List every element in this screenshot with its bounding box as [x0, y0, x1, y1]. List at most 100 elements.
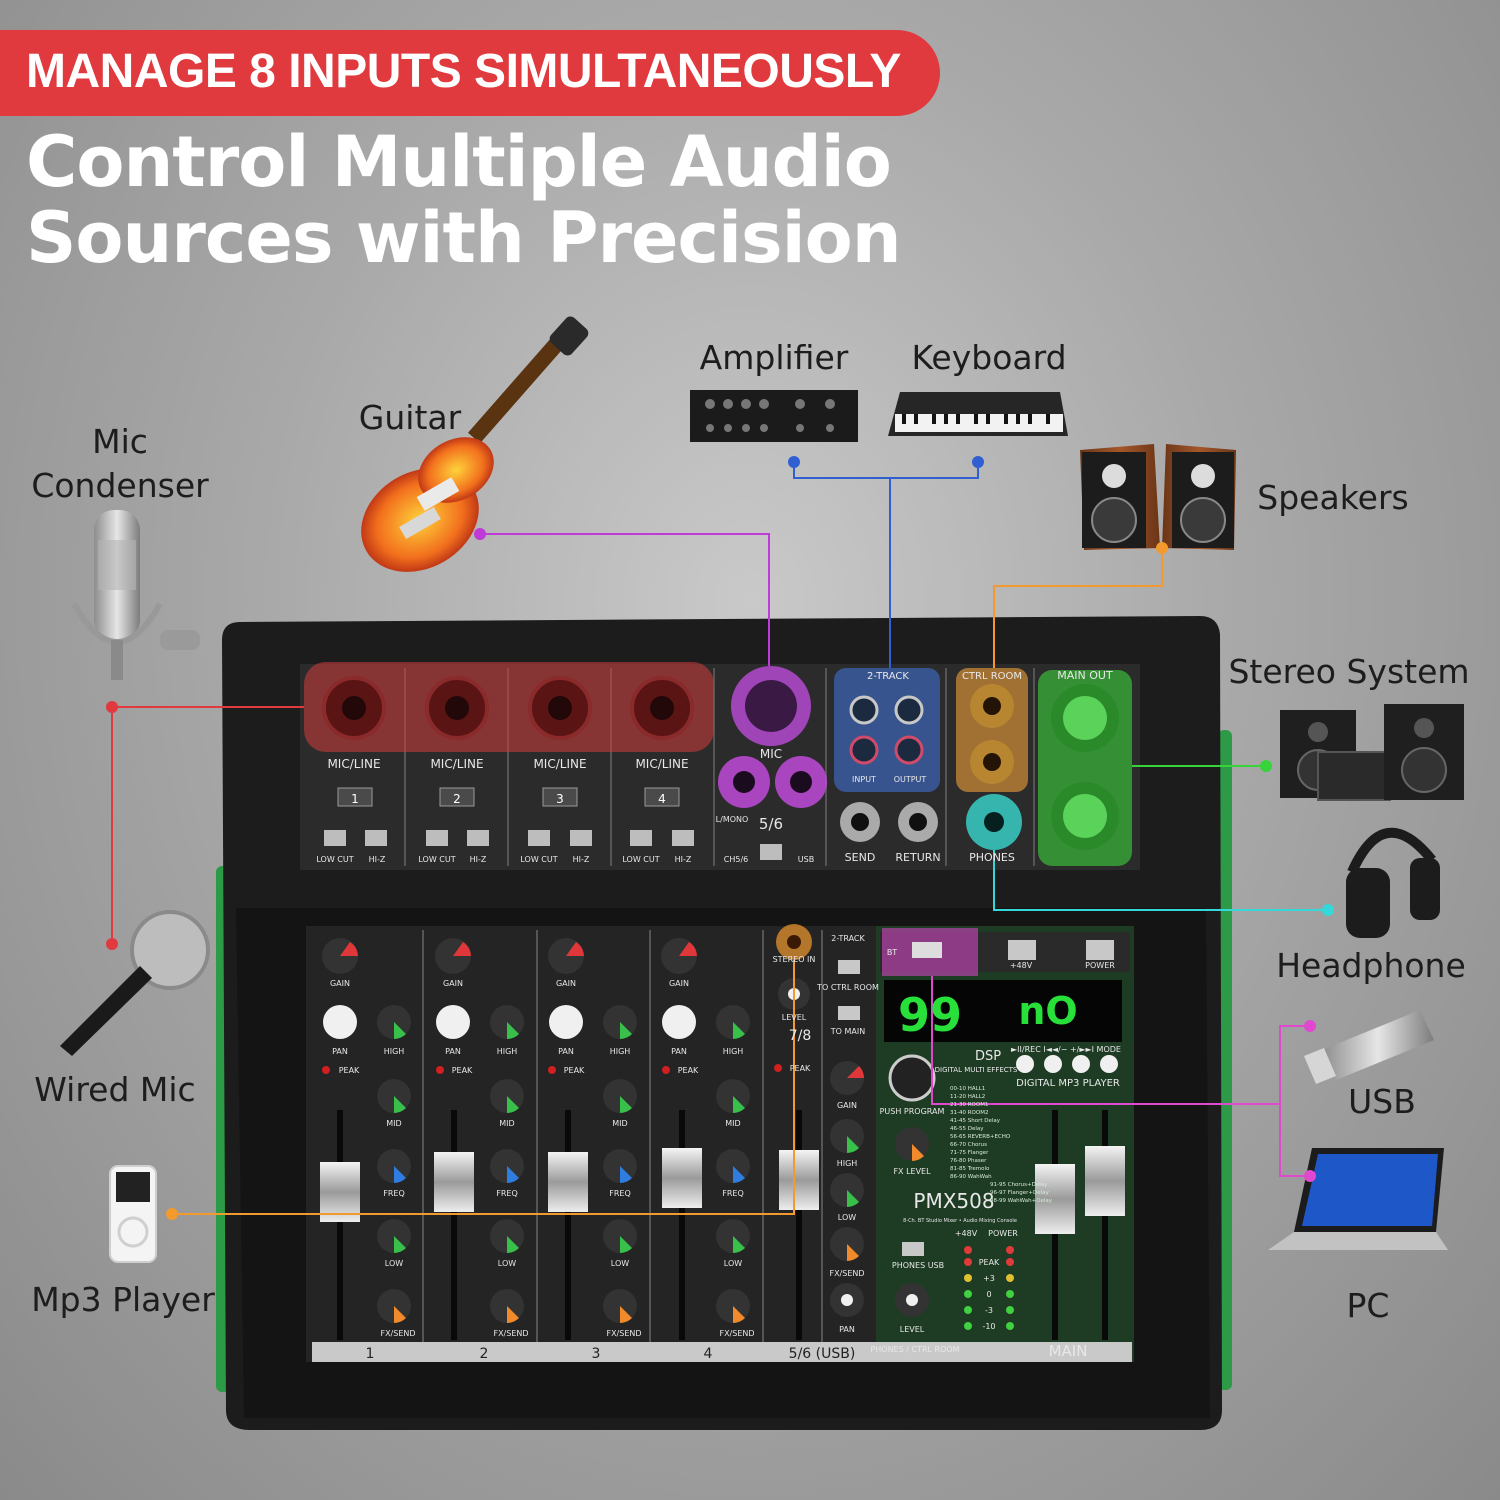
pan-label-1: PAN	[332, 1047, 348, 1056]
strip-label-4: 4	[704, 1346, 713, 1362]
stereo-system-label: Stereo System	[1228, 652, 1470, 691]
mic-xlr-jack[interactable]	[731, 666, 811, 746]
model-name: PMX508	[913, 1189, 994, 1213]
hi-z-label-1: HI-Z	[369, 855, 386, 864]
low-label-2: LOW	[498, 1259, 516, 1268]
phones-jack[interactable]	[966, 794, 1022, 850]
peak-label-2: PEAK	[452, 1066, 473, 1075]
channel-number-4: 4	[658, 792, 666, 806]
combo-label-2: MIC/LINE	[430, 757, 483, 771]
combo-jacks	[304, 662, 714, 752]
ch56-switch-label: CH5/6	[724, 855, 748, 864]
combo-jack-3[interactable]	[528, 676, 592, 740]
send-return-jacks[interactable]	[840, 802, 938, 842]
two-track-output-label: OUTPUT	[894, 775, 927, 784]
usb-switch-label: USB	[798, 855, 814, 864]
stereo-system-icon	[1280, 704, 1464, 801]
wired-mic-icon	[60, 910, 210, 1056]
low-label-56: LOW	[838, 1213, 856, 1222]
strip-label-3: 3	[592, 1346, 601, 1362]
headphone-label: Headphone	[1276, 946, 1466, 985]
high-label-2: HIGH	[497, 1047, 518, 1056]
combo-jack-2[interactable]	[425, 676, 489, 740]
hi-z-label-4: HI-Z	[675, 855, 692, 864]
dsp-label: DSP	[975, 1049, 1001, 1064]
freq-label-3: FREQ	[609, 1189, 631, 1198]
pan-label-56: PAN	[839, 1325, 855, 1334]
effects-list: 00-10 HALL1 11-20 HALL2 21-30 ROOM1 31-4…	[950, 1086, 1053, 1204]
headphone-icon	[1346, 827, 1440, 938]
mid-label-4: MID	[725, 1119, 740, 1128]
mic-label: MIC	[760, 747, 782, 761]
phones-level-label: LEVEL	[900, 1325, 925, 1334]
amplifier-icon	[690, 390, 858, 442]
peak-label-56: PEAK	[790, 1064, 811, 1073]
ch56-jacks[interactable]	[718, 756, 827, 808]
bt-label: BT	[887, 948, 897, 957]
gain-label-3: GAIN	[556, 979, 576, 988]
high-label-1: HIGH	[384, 1047, 405, 1056]
stereo-in-jack[interactable]	[776, 924, 812, 960]
display-left: 99	[898, 988, 962, 1042]
send-label: SEND	[845, 851, 876, 864]
channel-switches[interactable]	[324, 830, 782, 860]
phones-label: PHONES	[969, 851, 1015, 864]
meter-minus10-label: -10	[982, 1322, 995, 1331]
effect-item: 56-65 REVERB+ECHO	[950, 1134, 1011, 1140]
hi-z-label-2: HI-Z	[470, 855, 487, 864]
usb-label: USB	[1348, 1082, 1416, 1121]
freq-label-4: FREQ	[722, 1189, 744, 1198]
peak-label-3: PEAK	[564, 1066, 585, 1075]
main-out-xlr[interactable]	[1038, 670, 1132, 866]
meter-48v-label: +48V	[955, 1229, 978, 1238]
effect-item: 91-95 Chorus+Delay	[990, 1182, 1048, 1188]
master-switches[interactable]	[838, 940, 1114, 1256]
faders[interactable]	[320, 1110, 1125, 1340]
gain-label-1: GAIN	[330, 979, 350, 988]
guitar-icon	[361, 316, 589, 572]
high-label-56: HIGH	[837, 1159, 858, 1168]
wire-endpoints	[106, 456, 1334, 1220]
fx-send-label-3: FX/SEND	[606, 1329, 641, 1338]
fx-send-label-4: FX/SEND	[719, 1329, 754, 1338]
two-track-rca[interactable]	[834, 668, 940, 792]
phones-ctrl-room-label: PHONES / CTRL ROOM	[870, 1345, 959, 1354]
fx-send-label-1: FX/SEND	[380, 1329, 415, 1338]
top-banner: MANAGE 8 INPUTS SIMULTANEOUSLY	[0, 30, 940, 116]
to-main-label: TO MAIN	[830, 1027, 865, 1036]
led-display	[884, 980, 1122, 1042]
low-label-1: LOW	[385, 1259, 403, 1268]
low-cut-label-4: LOW CUT	[622, 855, 659, 864]
channel-number-2: 2	[453, 792, 461, 806]
mid-label-3: MID	[612, 1119, 627, 1128]
combo-jack-1[interactable]	[322, 676, 386, 740]
low-cut-label-1: LOW CUT	[316, 855, 353, 864]
two-track-label: 2-TRACK	[867, 671, 909, 682]
main-label: MAIN	[1049, 1342, 1088, 1360]
channel-number-plates	[337, 787, 680, 807]
wired-mic-label: Wired Mic	[34, 1070, 196, 1109]
effect-item: 31-40 ROOM2	[950, 1110, 988, 1116]
meter-power-label: POWER	[988, 1229, 1018, 1238]
effect-item: 66-70 Chorus	[950, 1142, 987, 1148]
ctrl-room-label: CTRL ROOM	[962, 671, 1022, 682]
fx-send-label-2: FX/SEND	[493, 1329, 528, 1338]
effect-item: 98-99 WahWah+Delay	[990, 1198, 1053, 1204]
usb-port[interactable]	[882, 928, 978, 976]
p48v-label: +48V	[1010, 961, 1033, 970]
freq-label-2: FREQ	[496, 1189, 518, 1198]
effect-item: 86-90 WahWah	[950, 1174, 992, 1180]
combo-jack-4[interactable]	[630, 676, 694, 740]
ctrl-room-jacks[interactable]	[956, 668, 1028, 792]
effect-item: 11-20 HALL2	[950, 1094, 985, 1100]
mid-label-1: MID	[386, 1119, 401, 1128]
gain-label-2: GAIN	[443, 979, 463, 988]
mp3-buttons[interactable]	[1016, 1055, 1118, 1073]
channel-knobs[interactable]	[322, 938, 936, 1323]
gain-label-4: GAIN	[669, 979, 689, 988]
effect-item: 41-45 Short Delay	[950, 1118, 1001, 1124]
model-subtitle: 8-Ch. BT Studio Mixer • Audio Mixing Con…	[903, 1218, 1017, 1224]
keyboard-label: Keyboard	[911, 338, 1067, 377]
display-right: nO	[1018, 989, 1077, 1033]
l-mono-label: L/MONO	[716, 815, 749, 824]
